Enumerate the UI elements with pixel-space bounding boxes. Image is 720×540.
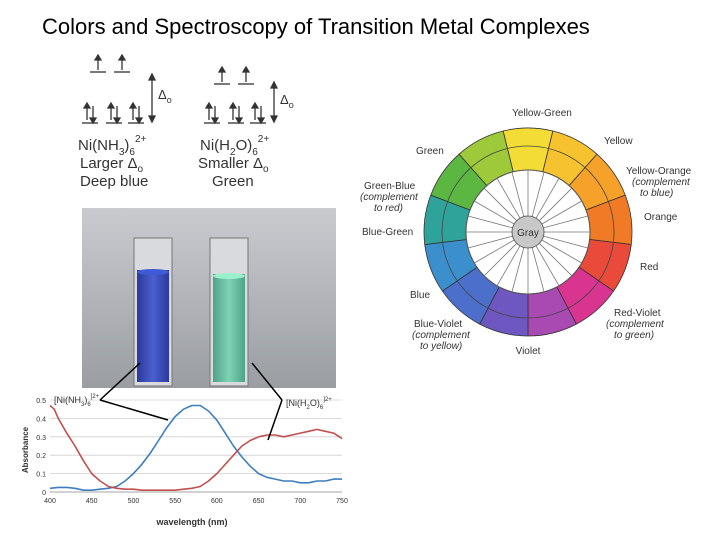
delta-symbol: Δ [280,92,289,107]
wheel-spoke [474,239,515,264]
slide-title: Colors and Spectroscopy of Transition Me… [42,14,590,39]
color-label-h2o: Green [212,173,254,190]
y-tick-label: 0.3 [36,435,46,442]
label-yellow: Yellow [604,136,633,147]
wheel-spoke [511,172,525,217]
x-tick-label: 650 [253,498,265,505]
wheel-spoke [511,247,525,292]
wheel-ring [441,145,615,319]
svg-text:Δo: Δo [158,87,172,105]
orbital-diagram-h2o: Δo Ni(H2O)62+ Smaller Δo Green [192,52,322,192]
wheel-spoke [541,200,582,225]
x-axis-label: wavelength (nm) [155,517,227,527]
x-tick-label: 550 [169,498,181,505]
y-tick-label: 0.5 [36,398,46,405]
size-label-h2o: Smaller Δo [198,155,269,175]
formula-h2o: Ni(H2O)62+ [200,134,269,158]
label-blue: Blue [410,290,430,301]
wheel-spoke [535,178,560,219]
wheel-spoke [543,235,588,249]
svg-text:Δo: Δo [280,92,294,110]
wheel-spoke [496,245,521,286]
wheel-spoke [468,235,513,249]
y-tick-label: 0 [42,490,46,497]
orbital-diagram-nh3: Δo Ni(NH3)62+ Larger Δo Deep blue [70,52,180,192]
formula-nh3: Ni(NH3)62+ [78,134,147,158]
label-red: Red [640,262,658,273]
label-blue-green: Blue-Green [362,227,413,238]
x-tick-label: 500 [128,498,140,505]
y-tick-label: 0.2 [36,453,46,460]
wheel-spoke [531,247,545,292]
x-tick-label: 600 [211,498,223,505]
delta-symbol: Δ [158,87,167,102]
x-tick-label: 400 [44,498,56,505]
center-label: Gray [517,228,539,239]
y-tick-label: 0.4 [36,416,46,423]
series-label-h2o: [Ni(H2O)6]2+ [286,397,332,411]
wheel-spoke [543,215,588,229]
color-wheel: Gray Yellow-Green Yellow Yellow-Orange(c… [352,100,712,375]
gray-center [511,215,545,249]
series-line-h2o [49,404,343,491]
label-orange: Orange [644,212,678,223]
label-yellow-green: Yellow-Green [512,108,572,119]
x-tick-label: 450 [86,498,98,505]
y-axis-label: Absorbance [21,426,30,473]
wheel-spoke [535,245,560,286]
x-tick-label: 700 [294,498,306,505]
wheel-spoke [468,215,513,229]
label-violet: Violet [516,346,541,357]
wheel-spoke [483,243,517,277]
wheel-spoke [483,187,517,221]
color-label-nh3: Deep blue [80,173,148,190]
wheel-spoke [539,243,573,277]
series-label-nh3: [Ni(NH3)6]2+ [54,394,100,408]
size-label-nh3: Larger Δo [80,155,144,175]
wheel-spoke [539,187,573,221]
y-tick-label: 0.1 [36,472,46,479]
series-line-nh3 [49,404,342,491]
label-green: Green [416,146,444,157]
wheel-spoke [541,239,582,264]
wheel-spoke [531,172,545,217]
x-tick-label: 750 [336,498,348,505]
wheel-spoke [474,200,515,225]
cuvette-photo [82,208,336,388]
absorbance-chart: 0 0.1 0.2 0.3 0.4 0.5 400 450 500 550 600 650 700 750… [20,390,350,540]
wheel-spoke [496,178,521,219]
